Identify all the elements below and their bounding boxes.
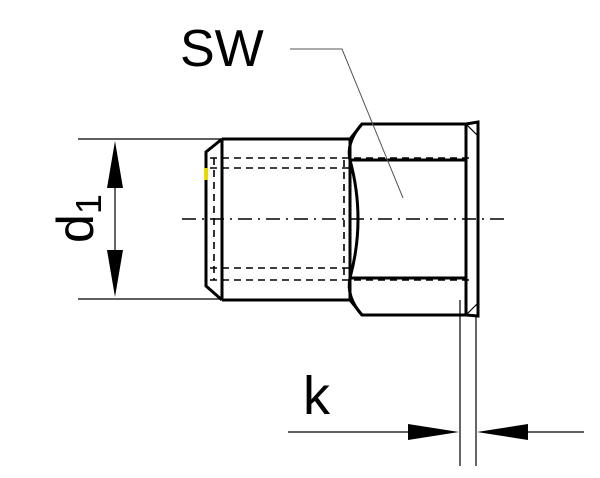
sw-label: SW <box>180 20 264 78</box>
marker-tick <box>204 168 208 180</box>
diameter-label: d1 <box>47 194 109 243</box>
flange-head-outline <box>465 120 480 318</box>
sw-leader <box>290 48 404 199</box>
head-height-label: k <box>303 366 331 426</box>
head-height-dimension <box>288 300 584 466</box>
diameter-dimension <box>78 138 222 300</box>
